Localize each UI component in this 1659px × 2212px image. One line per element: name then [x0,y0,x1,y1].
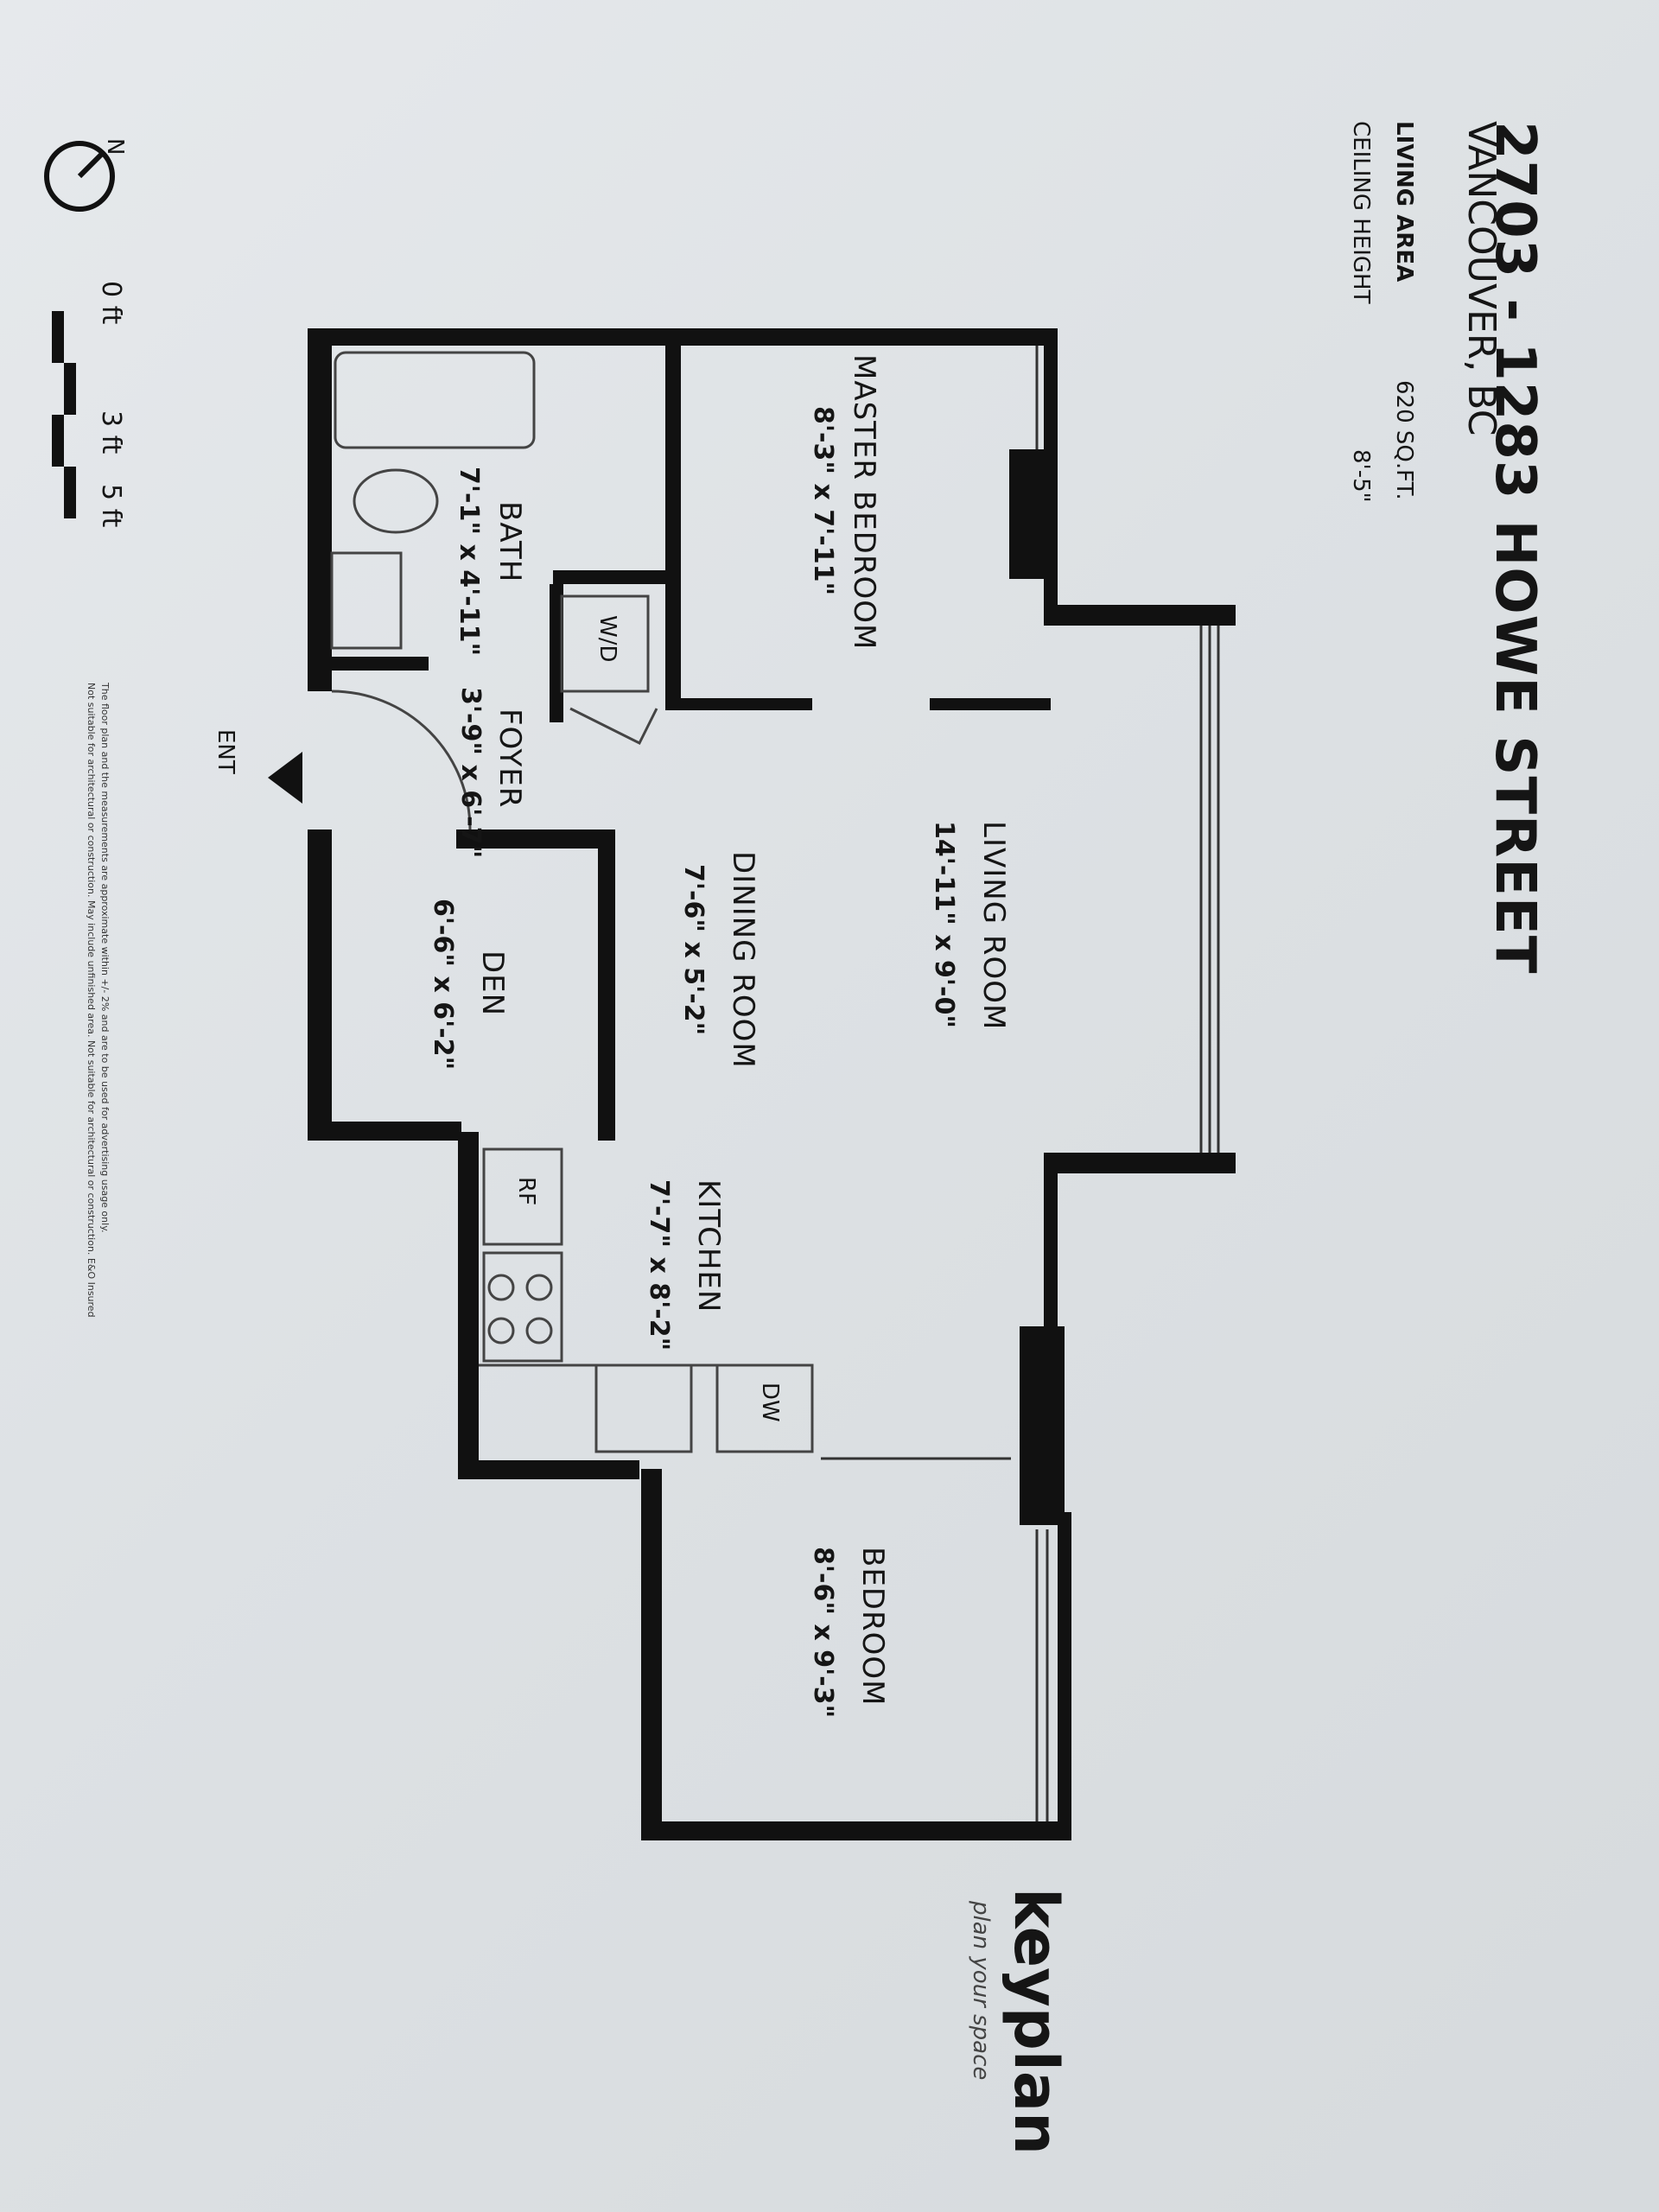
column-master [1009,449,1054,579]
wall-living-top [1044,605,1236,626]
kitchen-dims: 7'-7" x 8'-2" [644,1179,674,1351]
column-bedroom [1020,1326,1065,1525]
wall-right-bedroom [1058,1512,1071,1839]
bedroom-name: BEDROOM [855,1547,890,1707]
walls [308,328,1236,1840]
wall-bedroom-bottom [641,1821,1071,1840]
compass-needle [77,149,106,179]
scale-three-label: 3 ft [96,410,126,454]
master-bedroom-dims: 8'-3" x 7'-11" [808,406,838,596]
washer-dryer-label: W/D [594,615,620,663]
fridge-box [482,1147,563,1246]
wall-right-kitchen [1044,1158,1058,1331]
scale-bar [52,311,76,518]
wall-den-right [598,830,615,1141]
ceiling-height-value: 8'-5" [1348,449,1374,503]
wall-living-bottom [1044,1153,1236,1173]
den-dims: 6'-6" x 6'-2" [428,899,458,1071]
entrance-label: ENT [213,729,238,774]
dining-room-name: DINING ROOM [726,851,760,1069]
wall-closet [553,570,665,584]
fridge-label: RF [513,1177,539,1206]
wall-den-bottom [308,1122,461,1141]
wall-bath-bottom [308,657,429,671]
scale-zero-label: 0 ft [96,281,126,325]
windows [821,346,1220,1821]
wall-den-top [456,830,612,849]
kitchen-name: KITCHEN [691,1179,726,1313]
disclaimer-line-2: Not suitable for architectural or constr… [86,683,97,1318]
wall-wd [550,584,563,722]
scale-five-label: 5 ft [96,484,126,528]
wd-door [569,707,658,746]
wall-master-bottom-b [930,698,1051,710]
stove [482,1251,563,1363]
foyer-dims: 3'-9" x 6'-7" [455,687,486,859]
compass-circle [44,141,115,212]
foyer-name: FOYER [493,709,527,809]
compass [44,141,115,212]
wall-bedroom-left [641,1469,662,1840]
property-city: VANCOUVER, BC [1459,121,1503,436]
bedroom-dims: 8'-6" x 9'-3" [808,1547,838,1719]
wall-master-bottom-a [665,698,812,710]
wall-kitchen-left [458,1132,479,1478]
fixtures [330,351,814,1453]
wall-top [308,328,1058,346]
bathtub [334,351,536,449]
living-area-value: 620 SQ.FT. [1391,380,1417,500]
entry-door-swing [331,690,472,830]
wall-kitchen-bottom [458,1460,639,1479]
disclaimer-line-1: The floor plan and the measurements are … [99,683,111,1233]
den-name: DEN [475,950,510,1017]
wall-left-upper [308,328,332,691]
brand-logo: keyplan [1001,1888,1071,2155]
entry-arrow [268,752,302,804]
living-area-label: LIVING AREA [1391,121,1417,283]
bath-name: BATH [493,501,527,583]
dishwasher-label: DW [757,1382,783,1422]
living-room-dims: 14'-11" x 9'-0" [929,821,959,1029]
brand-tagline: plan your space [968,1901,994,2081]
ceiling-height-label: CEILING HEIGHT [1348,121,1374,304]
wall-master-left [665,342,681,705]
kitchen-sink [594,1363,693,1453]
wall-left-den [308,830,332,1141]
dining-room-dims: 7'-6" x 5'-2" [678,864,709,1036]
bath-dims: 7'-1" x 4'-11" [454,467,484,657]
living-room-name: LIVING ROOM [976,821,1011,1031]
washer-dryer-box [560,594,650,693]
compass-north-label: N [102,138,128,156]
toilet [353,468,439,534]
bath-sink [330,551,403,650]
master-bedroom-name: MASTER BEDROOM [847,354,881,651]
